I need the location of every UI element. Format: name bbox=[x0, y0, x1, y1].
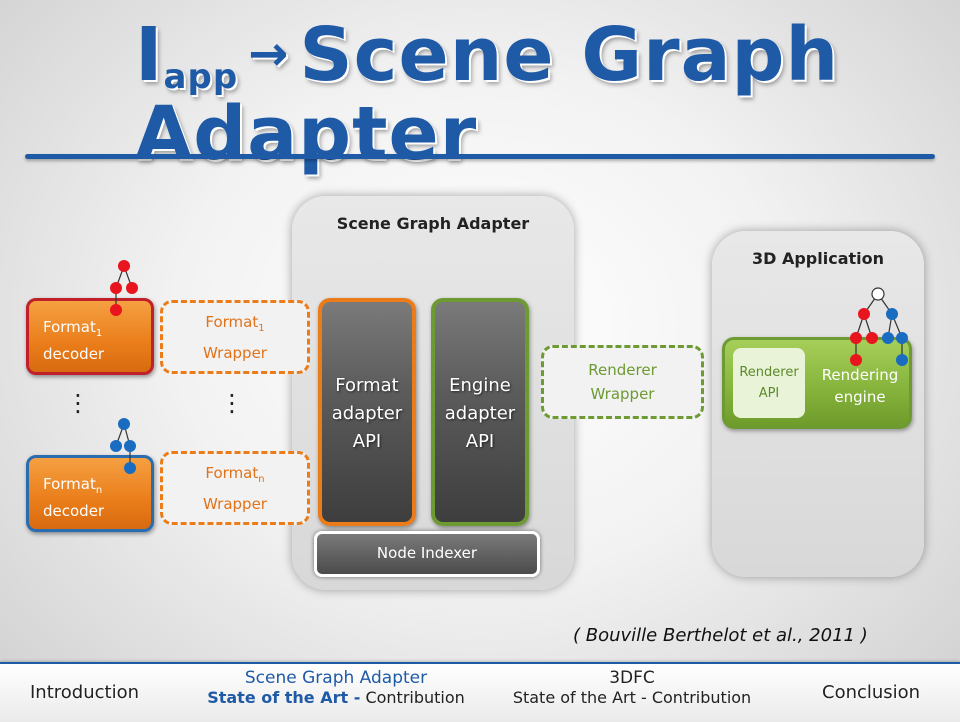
nav-sga-title: Scene Graph Adapter bbox=[244, 668, 428, 688]
wrapper-n-line2: Wrapper bbox=[203, 494, 267, 513]
nav-dfc-title: 3DFC bbox=[609, 668, 655, 688]
engine-api-line1: Engine bbox=[449, 375, 511, 396]
title-text: Scene Graph Adapter bbox=[135, 12, 840, 177]
nav-dfc-sub: State of the Art - Contribution bbox=[512, 688, 752, 707]
slide-title: Iapp→Scene Graph Adapter bbox=[135, 18, 935, 171]
adapter-panel-title: Scene Graph Adapter bbox=[336, 214, 530, 233]
format-api-line1: Format bbox=[335, 375, 399, 396]
wrapper-1-name: Format bbox=[205, 312, 259, 331]
format-1-wrapper: Format1 Wrapper bbox=[160, 300, 310, 374]
decoder-1-sub: 1 bbox=[95, 328, 103, 339]
app-panel-title: 3D Application bbox=[751, 249, 885, 268]
format-adapter-api: Format adapter API bbox=[318, 298, 416, 526]
scene-graph-tree-blue-icon bbox=[110, 418, 136, 474]
format-api-line2: adapter bbox=[331, 403, 403, 424]
wrapper-1-line2: Wrapper bbox=[203, 343, 267, 362]
title-underline bbox=[25, 154, 935, 159]
renderer-wrapper-line2: Wrapper bbox=[590, 385, 655, 403]
format-api-line3: API bbox=[352, 431, 382, 452]
format-n-wrapper: Formatn Wrapper bbox=[160, 451, 310, 525]
rendering-engine: Renderer API Rendering engine bbox=[722, 337, 912, 429]
engine-label-line2: engine bbox=[834, 388, 886, 406]
renderer-wrapper-line1: Renderer bbox=[588, 361, 657, 379]
engine-api-line3: API bbox=[465, 431, 495, 452]
decoder-n-sub: n bbox=[95, 485, 103, 496]
wrapper-n-name: Format bbox=[205, 463, 259, 482]
nav-scene-graph-adapter[interactable]: Scene Graph Adapter State of the Art - C… bbox=[198, 668, 474, 708]
arrow-icon: → bbox=[248, 26, 290, 82]
rendering-engine-label: Rendering engine bbox=[815, 364, 905, 408]
nav-3dfc[interactable]: 3DFC State of the Art - Contribution bbox=[494, 668, 770, 708]
decoder-1-name: Format bbox=[43, 318, 96, 336]
nav-sga-sub-highlight: State of the Art - bbox=[207, 688, 361, 707]
decoder-n-name: Format bbox=[43, 475, 96, 493]
title-letter: I bbox=[135, 12, 164, 98]
nav-introduction[interactable]: Introduction bbox=[30, 682, 140, 703]
decoder-ellipsis: ⋮ bbox=[66, 389, 90, 417]
decoder-1-line2: decoder bbox=[43, 345, 105, 363]
wrapper-ellipsis: ⋮ bbox=[220, 389, 244, 417]
node-indexer: Node Indexer bbox=[314, 531, 540, 577]
engine-label-line1: Rendering bbox=[821, 366, 899, 384]
renderer-api: Renderer API bbox=[733, 348, 805, 418]
nav-conclusion[interactable]: Conclusion bbox=[822, 682, 921, 703]
format-1-decoder: Format1 decoder bbox=[26, 298, 154, 375]
decoder-n-line2: decoder bbox=[43, 502, 105, 520]
citation: ( Bouville Berthelot et al., 2011 ) bbox=[573, 625, 868, 646]
wrapper-n-sub: n bbox=[258, 473, 265, 485]
scene-graph-tree-red-icon bbox=[110, 260, 138, 316]
title-subscript: app bbox=[163, 57, 239, 97]
scene-graph-tree-mixed-icon bbox=[850, 287, 908, 366]
format-n-decoder: Formatn decoder bbox=[26, 455, 154, 532]
nav-sga-sub-rest: Contribution bbox=[365, 688, 465, 707]
footer-nav: Introduction Scene Graph Adapter State o… bbox=[0, 662, 960, 722]
wrapper-1-sub: 1 bbox=[258, 322, 265, 334]
engine-adapter-api: Engine adapter API bbox=[431, 298, 529, 526]
engine-api-line2: adapter bbox=[444, 403, 516, 424]
renderer-wrapper: Renderer Wrapper bbox=[541, 345, 704, 419]
renderer-api-line1: Renderer bbox=[739, 365, 799, 380]
renderer-api-line2: API bbox=[758, 386, 780, 401]
